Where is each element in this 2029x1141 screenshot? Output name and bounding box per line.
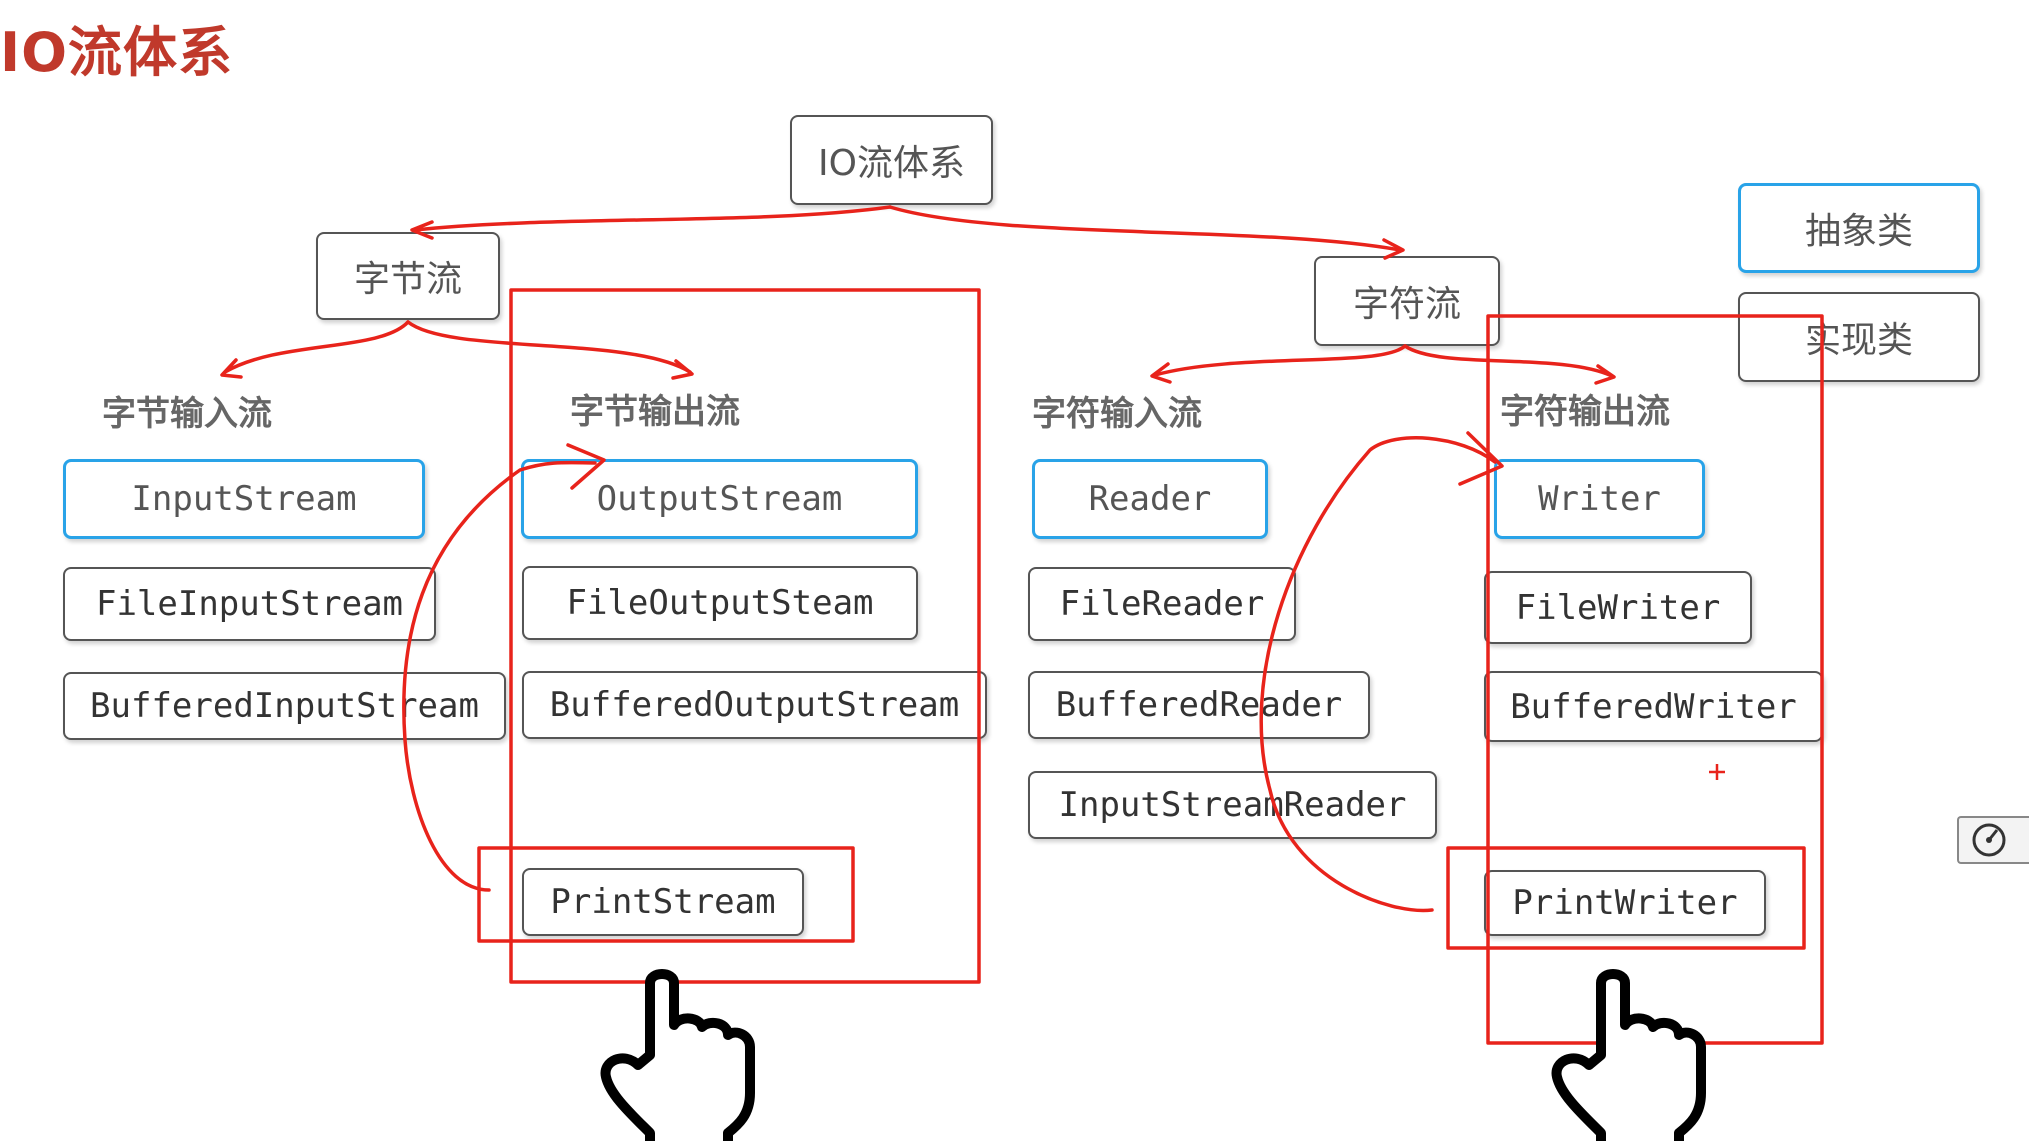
writer-box: Writer: [1494, 459, 1705, 539]
fileoutputsteam-box: FileOutputSteam: [522, 566, 918, 640]
byte-stream-node: 字节流: [316, 232, 500, 320]
outputstream-box: OutputStream: [521, 459, 918, 539]
plus-mark: [1709, 764, 1725, 780]
bufferedreader-box: BufferedReader: [1028, 671, 1370, 739]
curve-printstream-head: [566, 443, 606, 490]
highlight-printwriter: [1446, 846, 1806, 950]
page-title: IO流体系: [0, 21, 233, 84]
root-node: IO流体系: [790, 115, 993, 205]
hand-cursor-right-icon: [1551, 969, 1706, 1141]
header-char-input: 字符输入流: [1032, 394, 1202, 434]
arrow-char-to-in: [1153, 344, 1407, 377]
arrow-byte-to-in: [223, 320, 410, 374]
printstream-box: PrintStream: [522, 868, 804, 936]
bufferedwriter-box: BufferedWriter: [1484, 671, 1823, 742]
fileinputstream-box: FileInputStream: [63, 567, 436, 641]
hand-cursor-left-icon: [600, 969, 755, 1141]
legend-abstract: 抽象类: [1738, 183, 1980, 273]
arrow-root-to-char-head: [1382, 238, 1405, 260]
arrow-char-to-in-head: [1150, 362, 1172, 384]
highlight-printstream: [477, 846, 855, 943]
printwriter-box: PrintWriter: [1484, 870, 1766, 936]
legend-impl: 实现类: [1738, 292, 1980, 382]
curve-printwriter-head: [1458, 431, 1504, 486]
reader-box: Reader: [1032, 459, 1268, 539]
header-byte-input: 字节输入流: [102, 394, 272, 434]
filewriter-box: FileWriter: [1484, 571, 1752, 644]
header-char-output: 字符输出流: [1500, 392, 1670, 432]
speed-widget[interactable]: [1957, 816, 2029, 864]
arrow-root-to-byte: [413, 205, 892, 232]
arrow-root-to-char: [888, 205, 1402, 252]
highlight-char-output: [1486, 314, 1824, 1045]
header-byte-output: 字节输出流: [570, 392, 740, 432]
bufferedinputstream-box: BufferedInputStream: [63, 672, 506, 740]
curve-printstream-to-outputstream: [402, 460, 597, 892]
char-stream-node: 字符流: [1314, 256, 1500, 346]
curve-printwriter-to-writer: [1259, 436, 1497, 913]
arrow-char-to-out-head: [1594, 364, 1616, 385]
arrow-root-to-byte-head: [410, 220, 434, 240]
highlight-byte-output: [509, 288, 981, 984]
bufferedoutputstream-box: BufferedOutputStream: [522, 671, 987, 739]
arrow-char-to-out: [1403, 344, 1614, 378]
arrow-byte-to-out: [406, 320, 692, 374]
inputstream-box: InputStream: [63, 459, 425, 539]
gauge-icon: [1972, 823, 2006, 857]
arrow-byte-to-out-head: [671, 359, 694, 380]
inputstreamreader-box: InputStreamReader: [1028, 771, 1437, 839]
filereader-box: FileReader: [1028, 567, 1296, 641]
arrow-byte-to-in-head: [220, 358, 243, 379]
